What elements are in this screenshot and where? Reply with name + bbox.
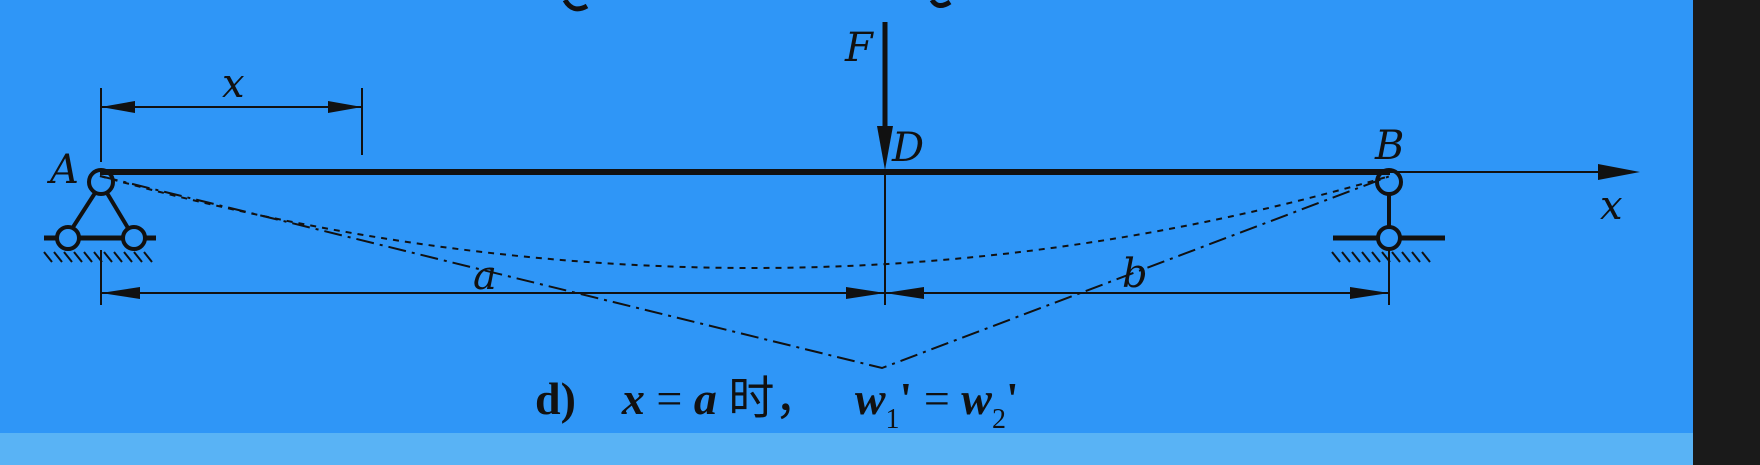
caption-w2: w (961, 373, 992, 424)
dimension-a-arrow-left (101, 287, 140, 299)
dimension-b-label: b (1122, 251, 1148, 297)
deflection-curve (99, 175, 1391, 269)
caption-prime1: ' (899, 373, 913, 424)
bottom-band (0, 433, 1693, 465)
figure-caption: d) x = a 时， w1' = w2' (535, 373, 1019, 434)
point-b-label: B (1375, 123, 1405, 169)
dimension-b-arrow-left (885, 287, 924, 299)
caption-condition-value: a (693, 373, 717, 424)
force-arrowhead (877, 126, 893, 170)
cut-off-text-fragment-right (929, 0, 952, 8)
roller-support-b (1331, 168, 1445, 263)
x-dimension-label: x (222, 61, 245, 107)
x-axis-arrowhead (1598, 164, 1640, 180)
x-axis-label: x (1600, 183, 1623, 229)
point-d-label: D (892, 125, 925, 171)
caption-equals: = (656, 373, 683, 424)
force-label: F (845, 25, 873, 71)
caption-equals-2: = (923, 373, 950, 424)
caption-prefix: d) (535, 373, 576, 424)
caption-prime2: ' (1005, 373, 1019, 424)
x-dimension-arrow-left (101, 101, 135, 113)
dimension-b-arrow-right (1350, 287, 1389, 299)
caption-w2-subscript: 2 (991, 404, 1006, 435)
dimension-a-label: a (473, 253, 497, 299)
cut-off-text-fragment-left (562, 0, 589, 12)
right-panel (1693, 0, 1760, 465)
caption-cjk-text: 时， (728, 373, 821, 424)
caption-w1-subscript: 1 (885, 404, 900, 435)
point-a-label: A (50, 147, 79, 193)
tangent-lines (99, 175, 1391, 370)
pin-support-a (43, 168, 156, 263)
dimension-a-arrow-right (846, 287, 885, 299)
caption-condition-var: x (621, 373, 645, 424)
caption-w1: w (854, 373, 886, 424)
x-dimension-arrow-right (328, 101, 362, 113)
